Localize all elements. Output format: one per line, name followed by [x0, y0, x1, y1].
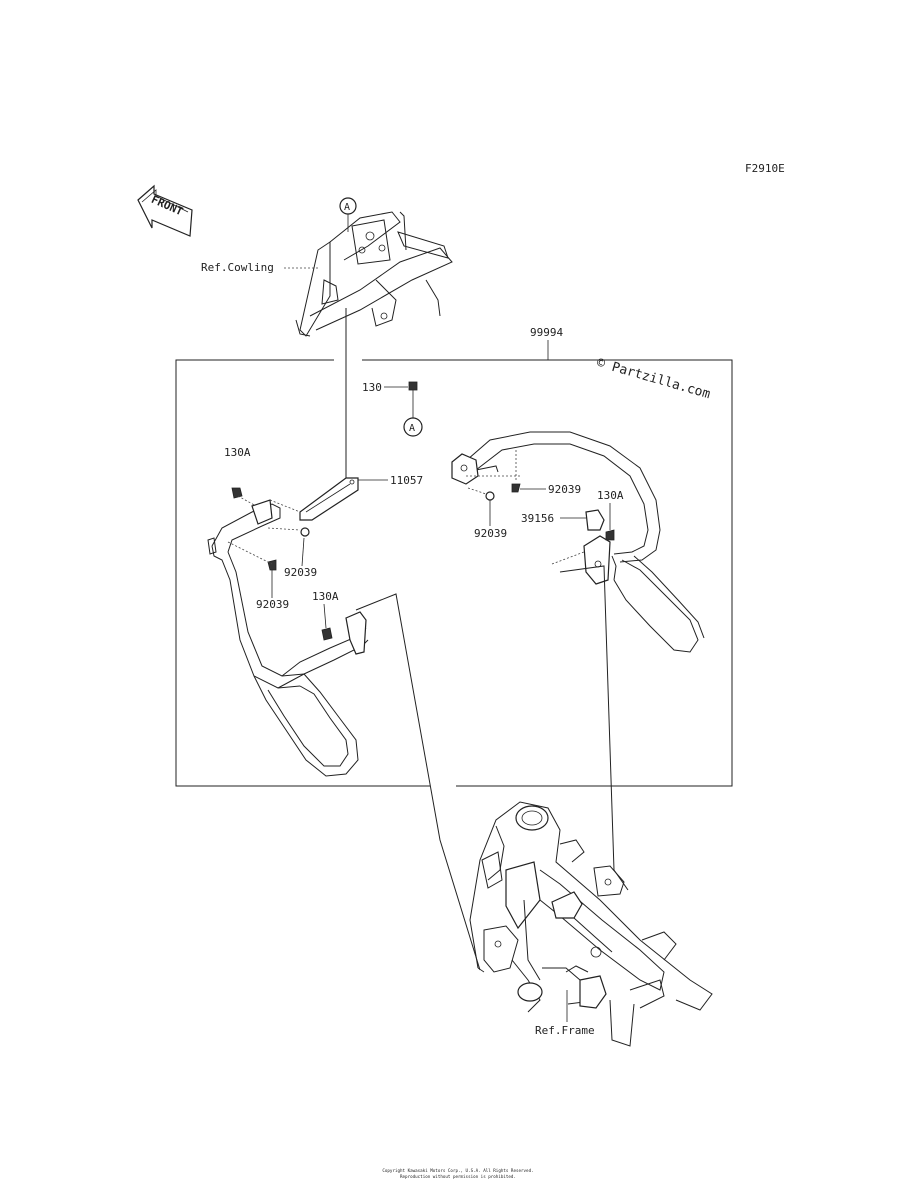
- cowling-frame-assembly: [295, 211, 453, 337]
- callout-a-bolt-label: A: [409, 423, 415, 434]
- grommet-92039-right-b-label: 92039: [474, 527, 507, 540]
- bolt-130-label: 130: [362, 381, 382, 394]
- kit-99994-boundary: [175, 359, 733, 787]
- bolt-130a-left-top-label: 130A: [224, 446, 251, 459]
- right-crash-guard: [451, 431, 705, 653]
- grommet-92039-left-b-label: 92039: [256, 598, 289, 611]
- ref-frame-label: Ref.Frame: [535, 1024, 595, 1037]
- left-guard-fasteners: [227, 487, 333, 641]
- grommet-92039-right-a-label: 92039: [548, 483, 581, 496]
- front-arrow-icon: FRONT: [137, 184, 193, 237]
- diagram-code: F2910E: [745, 162, 785, 175]
- callout-a-top: A: [339, 197, 357, 232]
- footer-line-1: Copyright Kawasaki Motors Corp., U.S.A. …: [382, 1168, 533, 1173]
- watermark-text: © Partzilla.com: [595, 355, 712, 402]
- bracket-11057-label: 11057: [390, 474, 423, 487]
- kit-99994-label: 99994: [530, 326, 563, 339]
- bolt-130a-left-bottom-label: 130A: [312, 590, 339, 603]
- callout-a-top-label: A: [344, 202, 350, 213]
- left-crash-guard: [207, 499, 369, 777]
- clamp-39156-label: 39156: [521, 512, 554, 525]
- bolt-130a-right-label: 130A: [597, 489, 624, 502]
- bracket-11057-part: [299, 477, 359, 521]
- footer-line-2: Reproduction without permission is prohi…: [400, 1174, 516, 1179]
- bolt-130-part: [408, 381, 418, 418]
- main-frame-assembly: [469, 801, 713, 1047]
- grommet-92039-left-a-label: 92039: [284, 566, 317, 579]
- ref-cowling-label: Ref.Cowling: [201, 261, 274, 274]
- callout-a-bolt: A: [403, 417, 423, 437]
